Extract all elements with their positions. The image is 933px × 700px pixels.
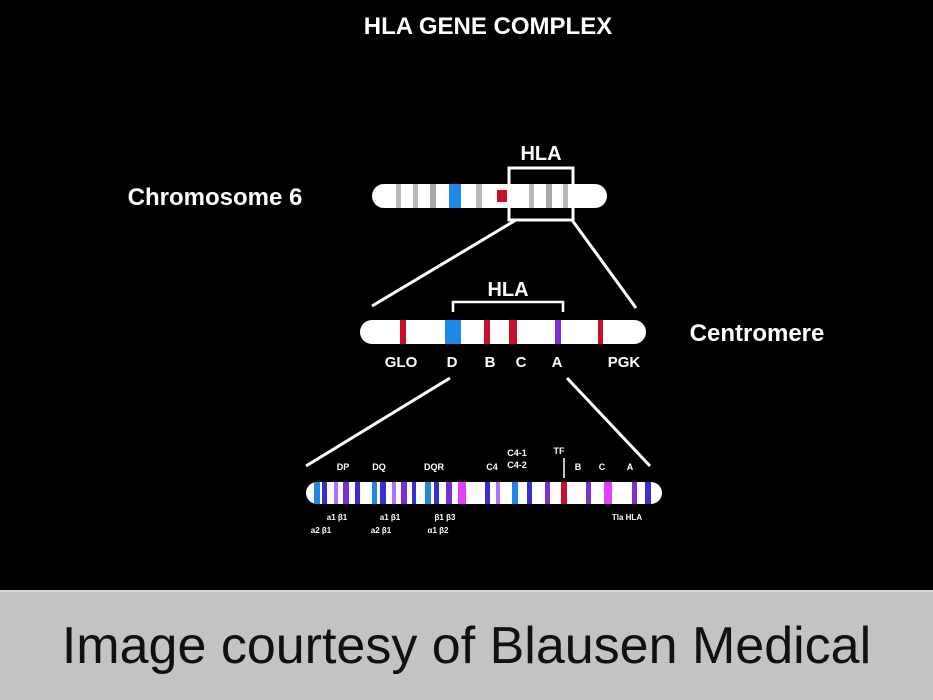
chromosome-hla-label: HLA: [520, 143, 561, 165]
detail-sub-label: a1 β1: [380, 513, 401, 522]
detail-top-labels: DP DQ DQR C4 C4-1 C4-2 TF B C A: [337, 446, 634, 478]
detail-band: [425, 482, 431, 504]
gene-label-c: C: [516, 354, 527, 371]
detail-band: [586, 482, 591, 504]
detail-label-c4: C4: [486, 462, 498, 472]
detail-label-dq: DQ: [372, 462, 386, 472]
centromere-label: Centromere: [690, 320, 825, 347]
detail-label-c: C: [599, 462, 606, 472]
hla-bracket: [451, 300, 565, 312]
credit-text: Image courtesy of Blausen Medical: [61, 617, 872, 675]
detail-band: [604, 482, 612, 504]
chromosome-band: [476, 184, 482, 208]
region-bar-body: [360, 320, 646, 344]
detail-band: [334, 482, 338, 504]
detail-band-red: [561, 482, 567, 504]
chromosome-band: [529, 184, 534, 208]
gene-label-glo: GLO: [385, 354, 418, 371]
detail-band: [496, 482, 500, 504]
credit-banner: Image courtesy of Blausen Medical: [0, 590, 933, 700]
detail-band: [434, 482, 439, 504]
detail-label-c4-2: C4-2: [507, 460, 527, 470]
hla-diagram: HLA GENE COMPLEX Chromosome 6 HLA HLA Ce…: [128, 13, 825, 535]
detail-band: [485, 482, 490, 504]
detail-band: [527, 482, 532, 504]
detail-band: [314, 482, 320, 504]
detail-band: [392, 482, 396, 504]
detail-band: [412, 482, 416, 504]
detail-band: [401, 482, 407, 504]
gene-label-d: D: [447, 354, 458, 371]
region-band-a: [555, 320, 561, 344]
detail-label-tf: TF: [554, 446, 565, 456]
region-hla-label: HLA: [487, 279, 528, 301]
chromosome-band: [563, 184, 568, 208]
detail-band: [446, 482, 452, 504]
detail-zoom-line-right: [565, 376, 652, 468]
detail-bottom-labels: a1 β1 a2 β1 a1 β1 a2 β1 β1 β3 α1 β2 Tla …: [311, 513, 643, 535]
detail-zoom-line-left: [305, 376, 451, 468]
chromosome-band-blue: [449, 184, 461, 208]
detail-band: [343, 482, 349, 504]
detail-label-a: A: [627, 462, 634, 472]
detail-label-c4-1: C4-1: [507, 448, 527, 458]
chromosome-band: [396, 184, 401, 208]
detail-band: [545, 482, 550, 504]
chromosome-label: Chromosome 6: [128, 184, 303, 211]
detail-label-dp: DP: [337, 462, 350, 472]
detail-band: [512, 482, 518, 504]
hla-region-bar: [360, 320, 646, 344]
chromosome-6: [372, 166, 607, 222]
detail-sub-label: α1 β2: [428, 526, 449, 535]
detail-band: [322, 482, 327, 504]
centromere-mark: [497, 190, 507, 202]
detail-sub-label: Tla HLA: [612, 513, 642, 522]
detail-label-b: B: [575, 462, 582, 472]
chromosome-band: [413, 184, 418, 208]
gene-label-pgk: PGK: [608, 354, 641, 371]
region-band-b: [484, 320, 490, 344]
chromosome-band: [546, 184, 552, 208]
detail-band: [645, 482, 651, 504]
region-band-d: [445, 320, 461, 344]
detail-sub-label: a2 β1: [311, 526, 332, 535]
detail-gene-bar: [306, 482, 662, 504]
detail-label-dqr: DQR: [424, 462, 445, 472]
hla-region-box: [507, 166, 575, 222]
detail-sub-label: a1 β1: [327, 513, 348, 522]
region-band-glo: [400, 320, 406, 344]
zoom-line-left: [371, 218, 517, 308]
detail-band: [380, 482, 386, 504]
detail-sub-label: β1 β3: [435, 513, 456, 522]
gene-label-a: A: [552, 354, 563, 371]
detail-band: [355, 482, 360, 504]
zoom-line-right: [570, 219, 638, 309]
detail-band: [632, 482, 637, 504]
region-band-pgk: [598, 320, 603, 344]
detail-band: [372, 482, 377, 504]
region-band-c: [509, 320, 517, 344]
detail-sub-label: a2 β1: [371, 526, 392, 535]
detail-band: [458, 482, 466, 504]
gene-label-b: B: [485, 354, 496, 371]
chromosome-band: [430, 184, 436, 208]
diagram-title: HLA GENE COMPLEX: [364, 13, 612, 40]
